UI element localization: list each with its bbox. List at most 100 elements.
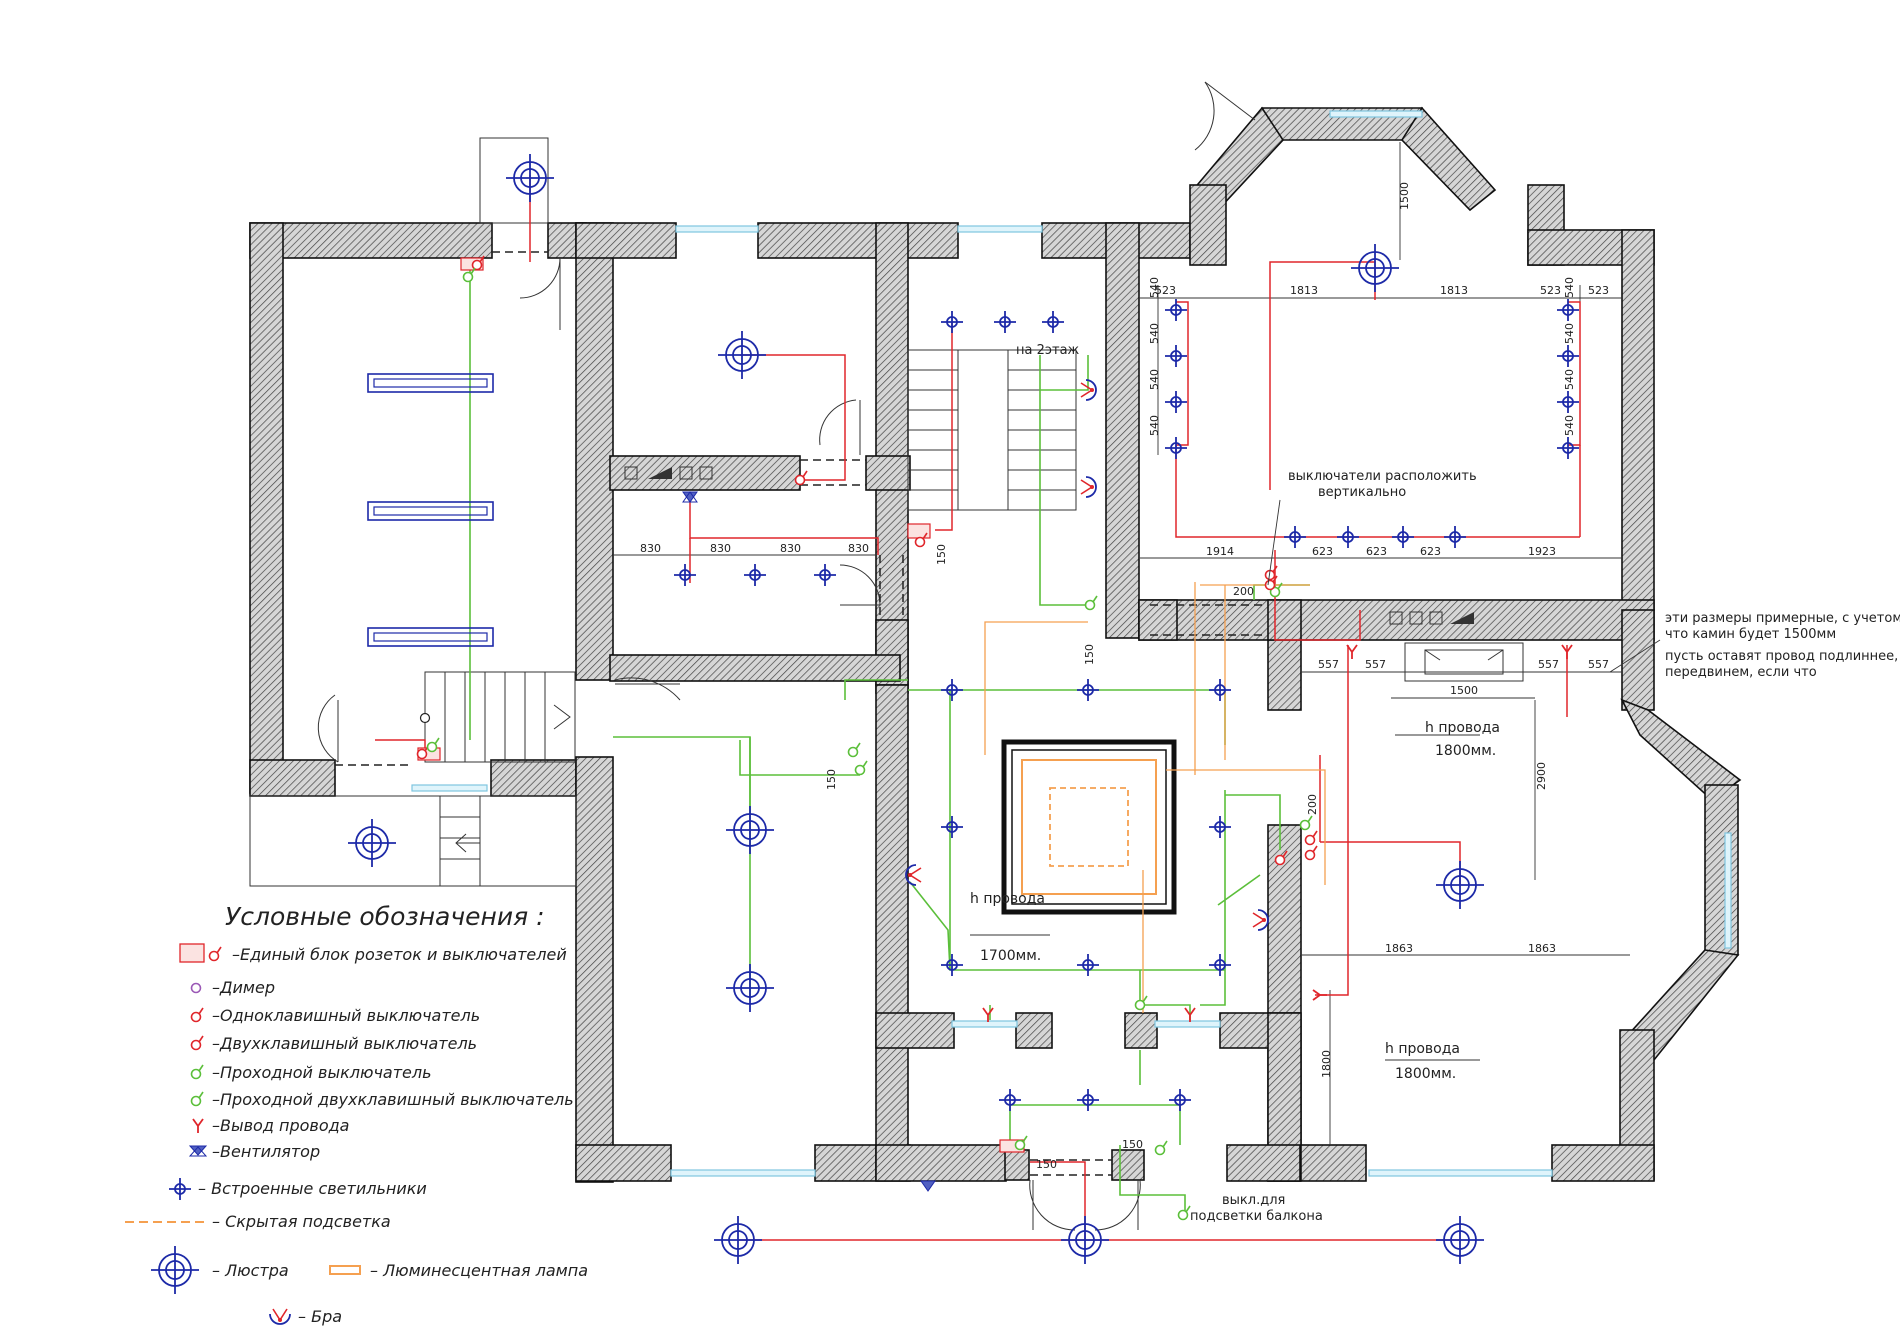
- dimension-label: 200: [1233, 585, 1254, 598]
- dimension-label: 1813: [1290, 284, 1318, 297]
- fan-icon: [188, 1145, 208, 1157]
- legend-item: –Проходной выключатель: [212, 1063, 432, 1082]
- dimension-label: 150: [935, 544, 948, 565]
- window: [675, 225, 759, 233]
- switch-icon: [854, 760, 868, 776]
- fluorescent-lamps: [367, 373, 494, 647]
- chandelier-icon: [717, 330, 767, 380]
- legend-item: –Вывод провода: [212, 1116, 349, 1135]
- window: [1368, 1169, 1553, 1177]
- dimension-label: 2900: [1535, 762, 1548, 790]
- recessed-light-icon: [1556, 390, 1580, 414]
- dimension-label: 540: [1148, 415, 1161, 436]
- recessed-light-icon: [1336, 525, 1360, 549]
- wall: [875, 1144, 1007, 1182]
- hidden-light: [1049, 787, 1129, 867]
- fluorescent-lamp-icon: [367, 373, 494, 393]
- orange-wires: [984, 582, 1326, 1013]
- legend: Условные обозначения : –Единый блок розе…: [125, 902, 588, 1326]
- switch-icon: [190, 1064, 204, 1080]
- hidden-light: [1021, 759, 1157, 895]
- fireplace: [1424, 649, 1441, 661]
- window: [670, 1169, 816, 1177]
- wall: [249, 222, 493, 259]
- dimension-label: 150: [1083, 644, 1096, 665]
- dimension-label: 540: [1148, 277, 1161, 298]
- door-swing: [519, 257, 561, 299]
- door-swing: [614, 677, 681, 701]
- wall: [1111, 1149, 1145, 1181]
- chandelier-icon: [725, 805, 775, 855]
- window: [951, 1020, 1018, 1028]
- recessed-light-icon: [1164, 436, 1188, 460]
- fireplace: [1424, 649, 1504, 675]
- wall: [609, 455, 801, 491]
- wall: [1704, 784, 1739, 956]
- recessed-light-icon: [940, 310, 964, 334]
- window: [1329, 110, 1423, 118]
- wall: [249, 759, 336, 797]
- recessed-light-icon: [1443, 525, 1467, 549]
- dimension-label: 523: [1588, 284, 1609, 297]
- outlines: [249, 81, 1524, 1231]
- vent: [699, 466, 713, 480]
- dimension-label: 557: [1318, 658, 1339, 671]
- recessed-light-icon: [1076, 953, 1100, 977]
- wall: [1267, 599, 1302, 641]
- wall: [1226, 1144, 1301, 1182]
- dimension-label: 623: [1312, 545, 1333, 558]
- dimension-label: 830: [848, 542, 869, 555]
- recessed-light-icon: [1041, 310, 1065, 334]
- legend-item: – Встроенные светильники: [198, 1179, 427, 1198]
- switch-icon: [1134, 995, 1148, 1011]
- recessed-light-icon: [940, 678, 964, 702]
- wire-height-value: 1800мм.: [1435, 743, 1496, 759]
- dimension-label: 830: [640, 542, 661, 555]
- window: [411, 784, 488, 792]
- recessed-light-icon: [940, 953, 964, 977]
- porch-outline: [249, 795, 577, 887]
- wall: [1138, 599, 1178, 641]
- windows: [411, 110, 1732, 1177]
- legend-item: – Люстра: [212, 1261, 289, 1280]
- vent: [1450, 612, 1474, 624]
- recessed-light-icon: [813, 563, 837, 587]
- wall: [1105, 222, 1140, 639]
- door-swing: [1194, 81, 1215, 151]
- porch-outline: [479, 137, 549, 224]
- chandelier-icon: [150, 1245, 200, 1295]
- recessed-light-icon: [743, 563, 767, 587]
- legend-title: Условные обозначения :: [225, 902, 545, 931]
- wall: [575, 222, 677, 259]
- switch-icon: [1084, 595, 1098, 611]
- chandelier-icon: [347, 818, 397, 868]
- fireplace: [1487, 649, 1504, 661]
- stairs-center: [907, 349, 1077, 511]
- dimension-label: 1813: [1440, 284, 1468, 297]
- wall: [575, 222, 614, 681]
- dimension-label: 523: [1155, 284, 1176, 297]
- wall: [1621, 609, 1655, 711]
- dimension-label: 557: [1365, 658, 1386, 671]
- dimension-label: 540: [1563, 369, 1576, 390]
- stairs-note: на 2этаж: [1016, 343, 1080, 358]
- recessed-light-icon: [1556, 344, 1580, 368]
- switch-icon: [1304, 845, 1318, 861]
- recessed-light-icon: [1283, 525, 1307, 549]
- wall: [1138, 599, 1655, 641]
- door-swing: [317, 694, 339, 763]
- dimension-label: 1500: [1398, 182, 1411, 210]
- chandelier-icon: [1350, 243, 1400, 293]
- column-frame: [1011, 749, 1167, 905]
- dimension-label: 540: [1148, 369, 1161, 390]
- switch-icon: [190, 1091, 204, 1107]
- column-frame: [1001, 739, 1177, 915]
- wall: [1621, 229, 1655, 611]
- socket-block-icon: [179, 943, 205, 963]
- wall: [1124, 1012, 1158, 1049]
- legend-item: –Вентилятор: [212, 1142, 320, 1161]
- legend-item: – Скрытая подсветка: [212, 1212, 391, 1231]
- switch-icon: [190, 1035, 204, 1051]
- balcony-note: выкл.для: [1222, 1193, 1285, 1208]
- vent: [624, 466, 638, 480]
